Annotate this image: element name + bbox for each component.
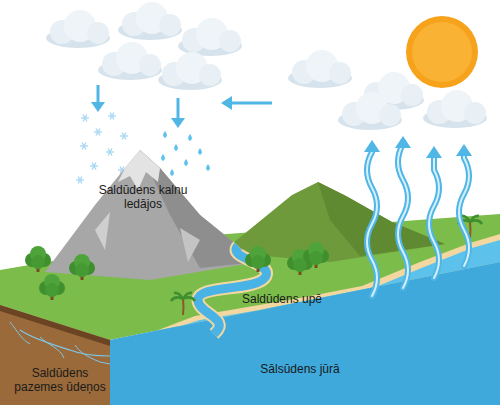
region-label: Saldūdens pazemes ūdeņos bbox=[6, 366, 114, 394]
region-label: Sālsūdens jūrā bbox=[235, 362, 365, 376]
region-label: Saldūdens kalnu ledājos bbox=[88, 183, 198, 211]
label-holder: Saldūdens pazemes ūdeņos bbox=[6, 366, 114, 394]
label-holder: Sālsūdens jūrā bbox=[235, 362, 365, 376]
label-holder: Saldūdens kalnu ledājos bbox=[88, 183, 198, 211]
region-label: Saldūdens upē bbox=[227, 292, 337, 306]
label-holder: Saldūdens upē bbox=[227, 292, 337, 306]
